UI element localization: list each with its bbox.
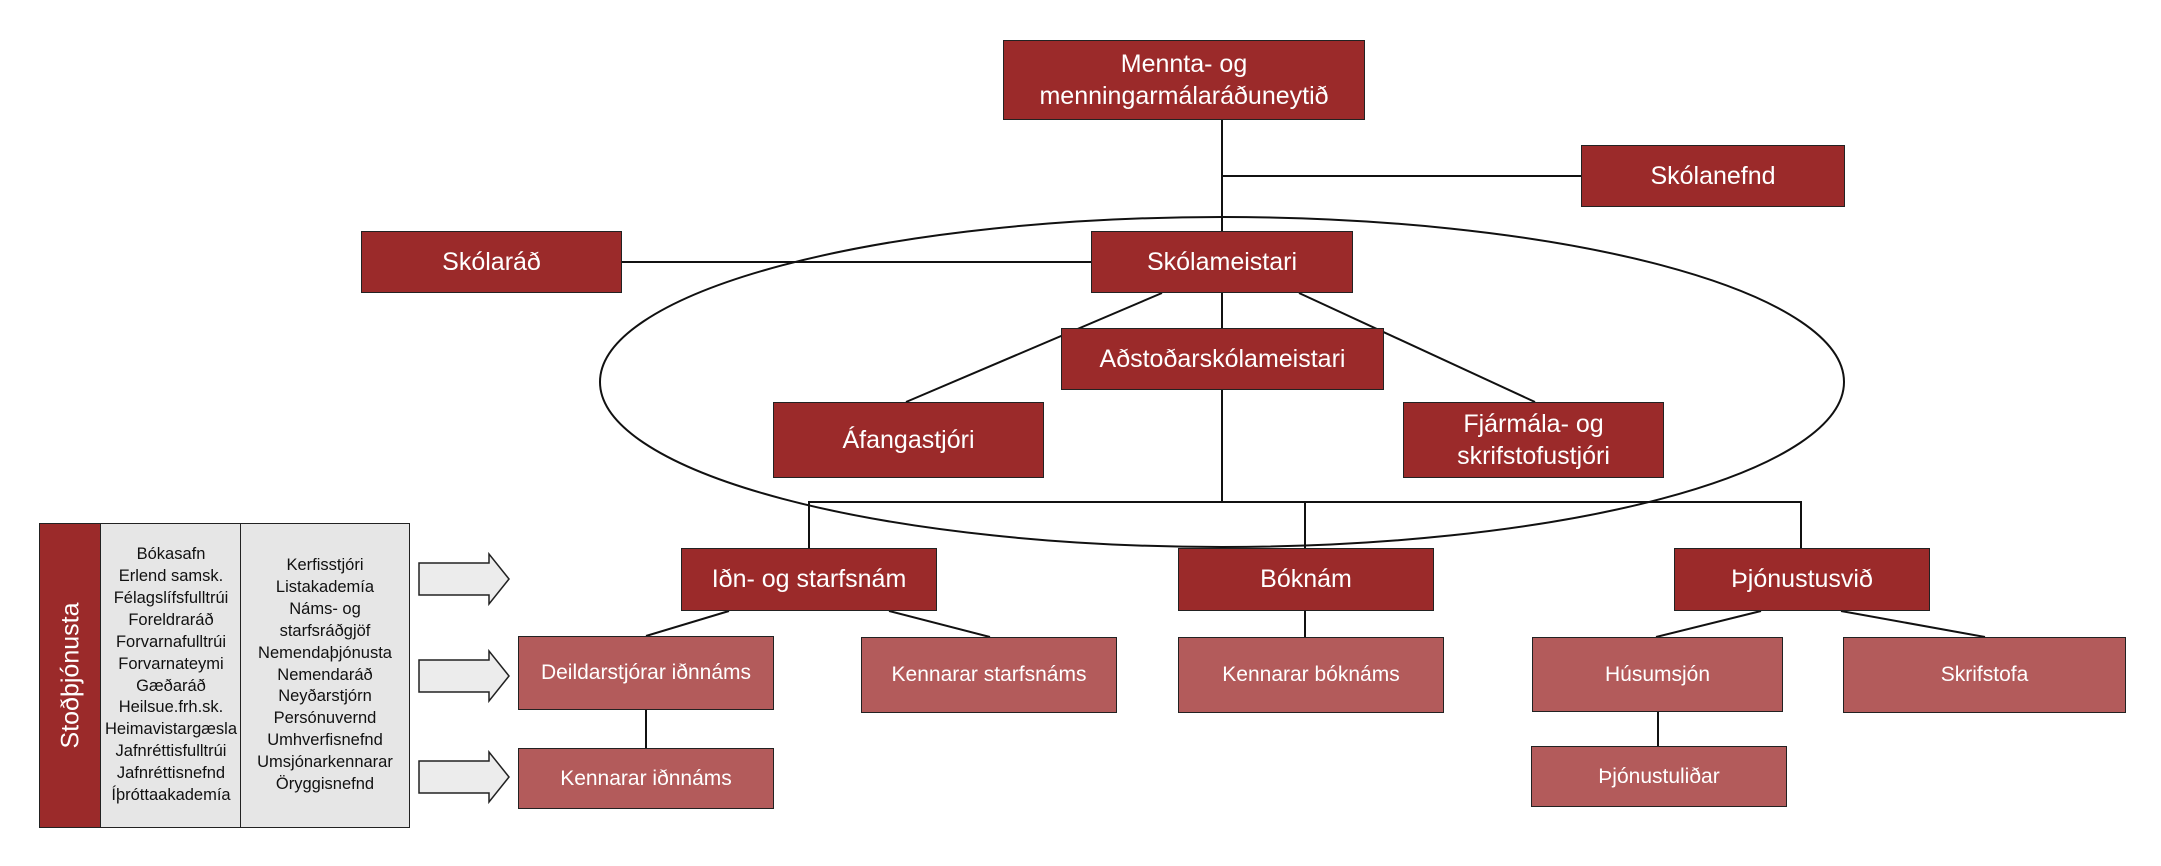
line-headmaster-course-manager <box>905 292 1163 403</box>
support-item: Jafnréttisfulltrúi <box>115 742 227 761</box>
support-item: Forvarnateymi <box>118 654 224 673</box>
line-vocational-dept-heads <box>645 610 730 637</box>
arrow-icon-3 <box>418 749 510 805</box>
node-vocational-label: Iðn- og starfsnám <box>711 565 907 594</box>
support-list-1: Bókasafn Erlend samsk. Félagslífsfulltrú… <box>100 523 242 828</box>
support-services-title: Stoðþjónusta <box>56 602 85 749</box>
line-service-office <box>1840 610 1986 638</box>
node-school-committee: Skólanefnd <box>1581 145 1845 207</box>
support-item: starfsráðgjöf <box>279 621 371 640</box>
node-service: Þjónustusvið <box>1674 548 1930 611</box>
node-course-manager-label: Áfangastjóri <box>842 425 975 454</box>
node-deputy-headmaster-label: Aðstoðarskólameistari <box>1099 344 1346 373</box>
node-finance-office-manager-label: Fjármála- og skrifstofustjóri <box>1457 409 1610 471</box>
node-service-staff: Þjónustuliðar <box>1531 746 1787 807</box>
support-item: Kerfisstjóri <box>286 555 364 574</box>
node-service-staff-label: Þjónustuliðar <box>1598 764 1720 788</box>
support-item: Persónuvernd <box>273 709 377 728</box>
support-item: Nemendaþjónusta <box>258 643 392 662</box>
node-school-council: Skólaráð <box>361 231 622 293</box>
support-list-2: Kerfisstjóri Listakademía Náms- og starf… <box>240 523 410 828</box>
node-service-label: Þjónustusvið <box>1731 565 1873 594</box>
node-academic: Bóknám <box>1178 548 1434 611</box>
arrow-icon-1 <box>418 551 510 607</box>
node-academic-teachers-label: Kennarar bóknáms <box>1222 663 1400 687</box>
node-office: Skrifstofa <box>1843 637 2126 713</box>
line-headmaster-finance <box>1298 292 1536 403</box>
node-academic-label: Bóknám <box>1260 565 1352 594</box>
support-item: Umhverfisnefnd <box>267 731 383 750</box>
node-finance-office-manager: Fjármála- og skrifstofustjóri <box>1403 402 1664 478</box>
node-vocational-dept-heads-label: Deildarstjórar iðnnáms <box>540 661 752 685</box>
support-item: Íþróttaakademía <box>111 786 231 805</box>
support-item: Öryggisnefnd <box>275 775 375 794</box>
node-ministry-label: Mennta- og menningarmálaráðuneytið <box>1039 49 1329 111</box>
support-services-title-box: Stoðþjónusta <box>39 523 102 828</box>
support-item: Bókasafn <box>136 544 206 563</box>
line-vocational-teachers <box>888 610 991 638</box>
node-trade-teachers-label: Kennarar iðnnáms <box>560 766 732 790</box>
node-trade-teachers: Kennarar iðnnáms <box>518 748 774 809</box>
node-deputy-headmaster: Aðstoðarskólameistari <box>1061 328 1384 390</box>
support-item: Náms- og <box>289 599 361 618</box>
line-service-housekeeping <box>1655 610 1762 638</box>
support-item: Heilsue.frh.sk. <box>118 698 224 717</box>
node-vocational: Iðn- og starfsnám <box>681 548 937 611</box>
node-school-council-label: Skólaráð <box>442 247 541 276</box>
node-office-label: Skrifstofa <box>1940 663 2029 687</box>
node-school-committee-label: Skólanefnd <box>1650 161 1776 190</box>
node-headmaster: Skólameistari <box>1091 231 1353 293</box>
node-course-manager: Áfangastjóri <box>773 402 1044 478</box>
arrow-icon-2 <box>418 648 510 704</box>
support-item: Gæðaráð <box>136 676 206 695</box>
support-item: Neyðarstjórn <box>278 687 372 706</box>
support-item: Umsjónarkennarar <box>257 753 393 772</box>
support-item: Heimavistargæsla <box>104 720 238 739</box>
node-vocational-dept-heads: Deildarstjórar iðnnáms <box>518 636 774 710</box>
support-item: Erlend samsk. <box>118 566 224 585</box>
support-item: Félagslífsfulltrúi <box>113 588 229 607</box>
node-vocational-teachers-label: Kennarar starfsnáms <box>891 663 1087 687</box>
node-headmaster-label: Skólameistari <box>1146 247 1298 276</box>
node-housekeeping-label: Húsumsjón <box>1604 662 1711 686</box>
node-vocational-teachers: Kennarar starfsnáms <box>861 637 1117 713</box>
support-item: Jafnréttisnefnd <box>116 764 226 783</box>
support-item: Listakademía <box>275 577 375 596</box>
node-housekeeping: Húsumsjón <box>1532 637 1783 712</box>
support-item: Foreldraráð <box>128 610 214 629</box>
support-item: Forvarnafulltrúi <box>115 632 227 651</box>
support-item: Nemendaráð <box>277 665 373 684</box>
node-ministry: Mennta- og menningarmálaráðuneytið <box>1003 40 1365 120</box>
node-academic-teachers: Kennarar bóknáms <box>1178 637 1444 713</box>
